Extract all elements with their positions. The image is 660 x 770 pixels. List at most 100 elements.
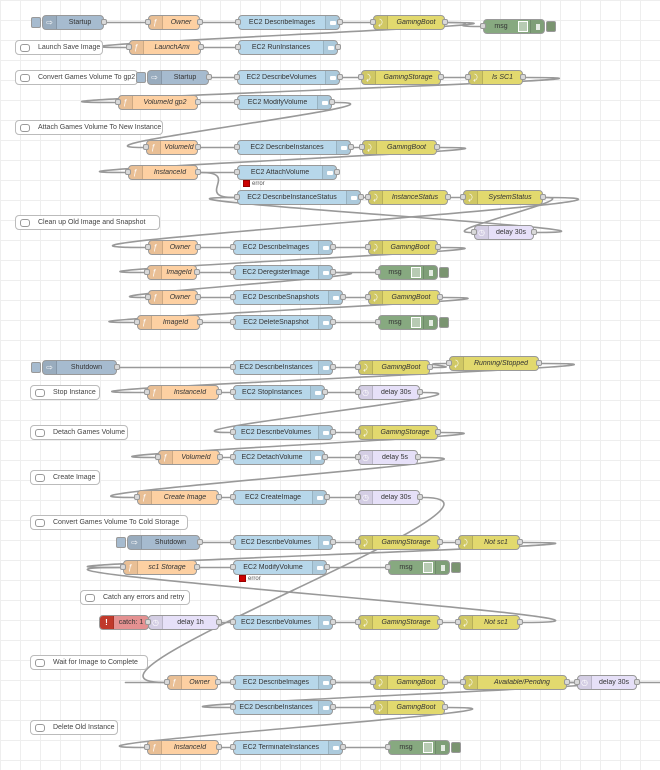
switch-node[interactable]: ⤸GamingStorage xyxy=(355,425,441,440)
inject-trigger-button[interactable] xyxy=(136,72,146,83)
flow-wire[interactable] xyxy=(209,196,562,234)
input-port[interactable] xyxy=(230,429,236,435)
output-port[interactable] xyxy=(520,74,526,80)
aws-node[interactable]: EC2 DescribeImages xyxy=(230,675,336,690)
delay-node[interactable]: ◷delay 5s xyxy=(355,450,421,465)
aws-node[interactable]: EC2 DescribeImages xyxy=(230,240,336,255)
input-port[interactable] xyxy=(455,619,461,625)
comment-node[interactable]: Stop Instance xyxy=(30,385,100,400)
output-port[interactable] xyxy=(195,169,201,175)
input-port[interactable] xyxy=(355,454,361,460)
output-port[interactable] xyxy=(216,619,222,625)
input-port[interactable] xyxy=(370,19,376,25)
comment-node[interactable]: Detach Games Volume xyxy=(30,425,128,440)
switch-node[interactable]: ⤸GamingStorage xyxy=(355,615,443,630)
aws-node[interactable]: EC2 DescribeVolumes xyxy=(230,535,336,550)
aws-node[interactable]: EC2 CreateImage xyxy=(230,490,330,505)
output-port[interactable] xyxy=(442,679,448,685)
input-port[interactable] xyxy=(235,44,241,50)
aws-node[interactable]: EC2 TerminateInstances xyxy=(230,740,346,755)
input-port[interactable] xyxy=(230,454,236,460)
switch-node[interactable]: ⤸GamingBoot xyxy=(355,360,433,375)
inject-node[interactable]: ⇨Startup xyxy=(31,15,107,30)
aws-node[interactable]: EC2 DescribeInstances xyxy=(230,360,336,375)
output-port[interactable] xyxy=(195,99,201,105)
flow-wire[interactable] xyxy=(119,706,473,749)
input-port[interactable] xyxy=(230,539,236,545)
input-port[interactable] xyxy=(234,144,240,150)
input-port[interactable] xyxy=(230,364,236,370)
aws-node[interactable]: EC2 DescribeInstanceStatus xyxy=(234,190,364,205)
aws-node[interactable]: EC2 DescribeVolumes xyxy=(234,70,343,85)
comment-node[interactable]: Convert Games Volume To gp2 xyxy=(15,70,138,85)
delay-node[interactable]: ◷delay 30s xyxy=(471,225,537,240)
output-port[interactable] xyxy=(438,74,444,80)
debug-node[interactable]: msg xyxy=(480,19,556,34)
input-port[interactable] xyxy=(230,494,236,500)
flow-wire[interactable] xyxy=(119,246,466,274)
input-port[interactable] xyxy=(355,364,361,370)
switch-node[interactable]: ⤸Available/Pending xyxy=(460,675,570,690)
input-port[interactable] xyxy=(365,294,371,300)
output-port[interactable] xyxy=(330,364,336,370)
flow-wire[interactable] xyxy=(126,101,352,149)
output-port[interactable] xyxy=(335,44,341,50)
output-port[interactable] xyxy=(634,679,640,685)
switch-node[interactable]: ⤸Running/Stopped xyxy=(446,356,542,371)
output-port[interactable] xyxy=(195,294,201,300)
delay-node[interactable]: ◷delay 1h xyxy=(145,615,222,630)
output-port[interactable] xyxy=(330,539,336,545)
output-port[interactable] xyxy=(536,360,542,366)
inject-node[interactable]: ⇨Shutdown xyxy=(116,535,203,550)
comment-node[interactable]: Create Image xyxy=(30,470,100,485)
switch-node[interactable]: ⤸Is SC1 xyxy=(465,70,526,85)
aws-node[interactable]: EC2 DescribeImages xyxy=(235,15,343,30)
input-port[interactable] xyxy=(446,360,452,366)
input-port[interactable] xyxy=(385,744,391,750)
output-port[interactable] xyxy=(337,19,343,25)
input-port[interactable] xyxy=(125,169,131,175)
switch-node[interactable]: ⤸GamingStorage xyxy=(358,70,444,85)
input-port[interactable] xyxy=(455,539,461,545)
flow-wire[interactable] xyxy=(142,496,445,684)
input-port[interactable] xyxy=(230,619,236,625)
flow-wire[interactable] xyxy=(463,196,554,234)
output-port[interactable] xyxy=(340,294,346,300)
switch-node[interactable]: ⤸InstanceStatus xyxy=(365,190,451,205)
output-port[interactable] xyxy=(442,704,448,710)
input-port[interactable] xyxy=(355,429,361,435)
output-port[interactable] xyxy=(437,619,443,625)
aws-node[interactable]: EC2 ModifyVolume xyxy=(230,560,330,575)
input-port[interactable] xyxy=(230,704,236,710)
comment-node[interactable]: Catch any errors and retry xyxy=(80,590,190,605)
input-port[interactable] xyxy=(126,44,132,50)
output-port[interactable] xyxy=(517,619,523,625)
output-port[interactable] xyxy=(101,19,107,25)
flow-wire[interactable] xyxy=(86,541,557,569)
inject-trigger-button[interactable] xyxy=(31,362,41,373)
output-port[interactable] xyxy=(417,494,423,500)
input-port[interactable] xyxy=(144,389,150,395)
debug-node[interactable]: msg xyxy=(375,315,449,330)
input-port[interactable] xyxy=(370,679,376,685)
input-port[interactable] xyxy=(234,99,240,105)
delay-node[interactable]: ◷delay 30s xyxy=(355,490,423,505)
flow-wire[interactable] xyxy=(200,171,235,199)
input-port[interactable] xyxy=(144,269,150,275)
output-port[interactable] xyxy=(340,744,346,750)
input-port[interactable] xyxy=(145,19,151,25)
output-port[interactable] xyxy=(330,269,336,275)
output-port[interactable] xyxy=(216,744,222,750)
input-port[interactable] xyxy=(230,294,236,300)
output-port[interactable] xyxy=(330,704,336,710)
flow-wire[interactable] xyxy=(86,566,557,624)
switch-node[interactable]: ⤸GamingBoot xyxy=(365,290,443,305)
flow-wire[interactable] xyxy=(131,431,465,459)
delay-node[interactable]: ◷delay 30s xyxy=(574,675,640,690)
